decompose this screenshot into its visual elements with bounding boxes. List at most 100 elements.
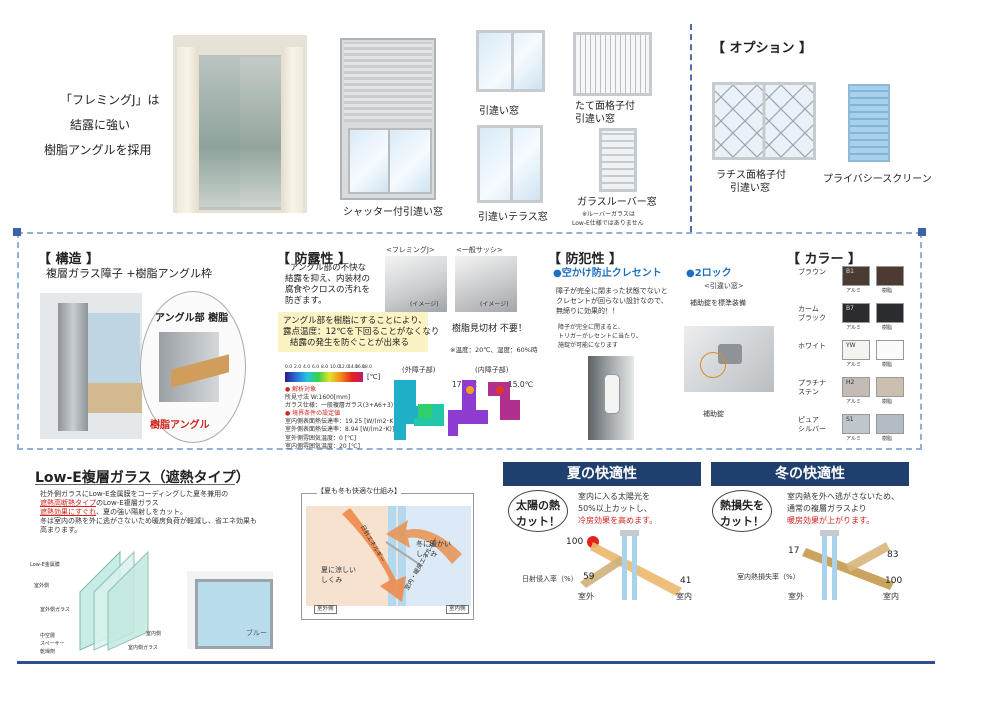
crescent-desc-2: クレセントが回らない設計なので、 [556,297,668,305]
winter-title: 冬の快適性 [711,462,909,486]
outer-label: (外障子部) [402,366,436,374]
summer-desc-2: 50%以上カットし、 [578,504,652,513]
winter-desc-1: 室内熱を外へ逃がさないため、 [787,492,899,501]
scale-tick: 4.0 [303,365,311,370]
alu-swatch: B7 [842,303,870,323]
summer-rate-label: 日射侵入率（%） [522,575,578,583]
comfort-title: 【夏も冬も快適な仕組み】 [317,487,401,497]
lattice-option-image [712,82,816,160]
privacy-screen-image [848,84,890,162]
temp-inner: 15.0℃ [508,380,534,389]
note-line: 室内側雰囲気温度：20 [℃] [285,442,360,450]
summer-desc-3: 冷房効果を高めます。 [578,516,658,525]
note-line: 室内側表面熱伝達率：19.25 [W/(m2･K)] [285,418,398,426]
alu-swatch: S1 [842,414,870,434]
two-lock-title: ●2ロック [686,268,732,279]
lattice-option-label-1: ラチス面格子付 [716,170,786,181]
note-line: 室外側表面熱伝達率：8.94 [W/(m2･K)] [285,426,395,434]
resin-label: 樹脂 [882,325,893,331]
features-frame [17,232,922,450]
room-photo [173,35,307,213]
color-name: プラチナ ステン [798,379,826,397]
blue-glass-sample [187,571,273,649]
angle-resin-label: アングル部 樹脂 [155,313,229,324]
summer-pass-value: 59 [583,572,595,582]
dew-no-cut: 樹脂見切材 不要！ [452,324,527,334]
summer-outside: 室外 [578,592,594,601]
crescent-sub-3: 施錠が可能になります [558,342,619,349]
dew-desc-4: 防ぎます。 [285,296,327,306]
dew-image-label-1: (イメージ) [410,301,439,308]
indoor-label: 室内側 [146,631,162,637]
scale-tick: 18.0 [362,365,373,370]
sliding-window-image [476,30,545,92]
dew-highlight-2: 露点温度：12℃を下回ることがなくなり [283,327,440,337]
scale-tick: 14.0 [348,365,359,370]
winter-top-right: 83 [887,550,899,560]
note-line: ガラス仕様：一般複層ガラス(3+A6+3) [285,402,394,410]
two-lock-sub: <引違い窓> [704,282,744,290]
layer-desiccant: 乾燥剤 [40,649,56,655]
scale-tick: 12.0 [339,365,350,370]
lowe-title: Low-E複層ガラス（遮熱タイプ） [35,470,250,486]
dew-title: 【 防露性 】 [277,252,352,267]
options-title: 【 オプション 】 [712,41,813,56]
note-line: ● 境界条件の設定値 [285,410,341,418]
color-code: YW [846,342,856,349]
scale-tick: 10.0 [330,365,341,370]
indoor-glass-label: 室内側ガラス [128,645,158,651]
alu-swatch: H2 [842,377,870,397]
dew-desc-1: アングル部の不快な [290,263,367,273]
outside-tag: 室外側 [314,605,337,615]
dew-image-label-2: (イメージ) [480,301,509,308]
summer-title: 夏の快適性 [503,462,701,486]
dew-highlight-bg [278,312,428,352]
terrace-window-image [477,125,543,203]
lowe-desc-3: 遮熱効果にすぐれ、夏の強い陽射しをカット。 [40,508,187,517]
alu-label: アルミ [846,325,861,331]
dew-tab-fleming: <フレミングJ> [386,246,435,254]
terrace-window-label: 引違いテラス窓 [478,212,548,223]
structure-photo [40,293,142,439]
lowe-desc-5: 高まります。 [40,526,82,534]
thermal-analysis-image [394,380,520,440]
winter-rate-label: 室内熱損失率（%） [737,573,800,581]
winter-inside: 室内 [883,592,899,601]
privacy-screen-label: プライバシースクリーン [823,174,932,185]
aux-lock-highlight [700,352,726,378]
dew-desc-2: 結露を抑え、内装材の [285,274,371,284]
lowe-glass-diagram [79,550,149,651]
crescent-sub-2: トリガーがレセントに当たり、 [558,333,642,340]
lattice-window-label-2: 引違い窓 [575,114,615,125]
aux-lock-photo [684,326,774,392]
intro-line-1: 「フレミングJ」は [60,93,160,107]
scale-tick: 16.0 [355,365,366,370]
lowe-desc-3b: 、夏の強い陽射しをカット。 [96,508,188,516]
layer-lowe-film: Low-E金属膜 [30,562,60,568]
lowe-desc-2a: 遮熱高断熱タイプ [40,499,96,507]
crescent-sub-1: 障子が完全に閉まると、 [558,324,624,331]
winter-warm-2: しくみ [416,550,438,558]
lattice-window-image [573,32,652,96]
layer-spacer: スペーサー [40,641,65,647]
summer-in-value: 100 [566,537,584,547]
resin-label: 樹脂 [882,399,893,405]
layer-hollow: 中空層 [40,633,56,639]
option-divider [690,24,692,232]
structure-subtitle: 複層ガラス障子 +樹脂アングル枠 [46,267,213,280]
louver-window-image [599,128,637,192]
lowe-desc-4: 冬は室内の熱を外に逃がさないため暖房負荷が軽減し、省エネ効果も [40,517,257,525]
color-code: B7 [846,305,854,312]
winter-bottom-right: 100 [885,576,903,586]
bottom-rule [17,661,935,664]
dew-image-fleming [385,256,447,312]
scale-unit: [℃] [367,373,381,381]
summer-cool-1: 夏に涼しい [321,566,356,574]
analysis-notes: ● 解析対象 所見寸法 W:1600[mm] ガラス仕様：一般複層ガラス(3+A… [285,386,398,451]
winter-desc-3: 暖房効果が上がります。 [787,516,875,525]
